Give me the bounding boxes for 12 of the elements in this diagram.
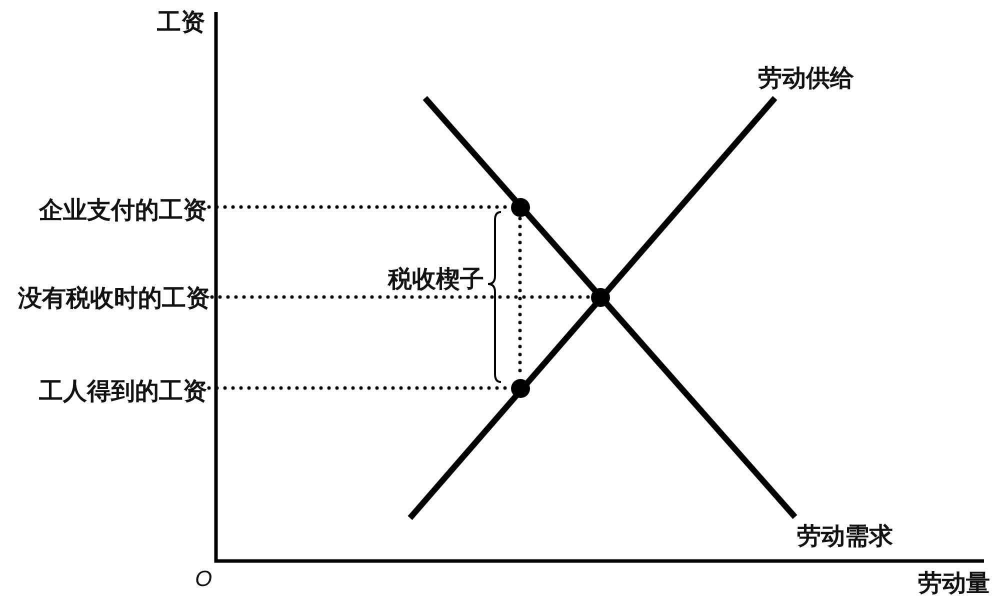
wage-label: 工人得到的工资 [39,378,207,404]
guide-line [210,295,590,299]
curve-label: 劳动供给 [758,65,854,91]
axis-label: 工资 [157,9,205,35]
curve-label: 劳动需求 [797,523,893,549]
dot-icon [510,198,530,216]
brace-label: 税收楔子 [388,266,484,292]
origin-label: O [195,566,212,592]
wage-label: 企业支付的工资 [39,197,207,223]
wage-label: 没有税收时的工资 [18,285,210,311]
axis-label: 劳动量 [918,570,990,596]
dot-icon [510,378,530,398]
